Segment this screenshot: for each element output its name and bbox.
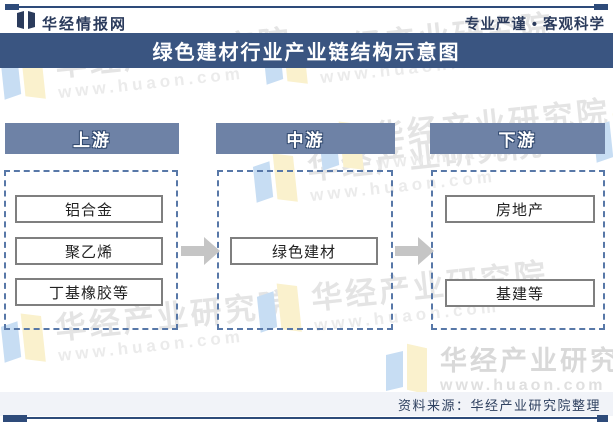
top-rule-left-cap <box>5 4 19 10</box>
site-name: 华经情报网 <box>42 16 128 33</box>
bottom-rule-left-cap <box>3 415 27 422</box>
source-text: 资料来源：华经产业研究院整理 <box>397 397 601 413</box>
node-infrastructure: 基建等 <box>445 279 595 307</box>
site-logo-icon <box>16 10 36 30</box>
source-bar: 资料来源：华经产业研究院整理 <box>0 392 613 416</box>
node-butyl-rubber: 丁基橡胶等 <box>15 278 163 306</box>
column-header-upstream: 上游 <box>5 123 179 154</box>
bottom-rule-right-cap <box>597 415 608 422</box>
page-title: 绿色建材行业产业链结构示意图 <box>0 33 613 68</box>
flow-arrow-icon <box>395 236 435 266</box>
top-rule <box>5 6 608 8</box>
upstream-group-box <box>4 170 178 330</box>
column-header-downstream: 下游 <box>430 123 605 154</box>
node-green-building-materials: 绿色建材 <box>230 237 378 265</box>
column-header-midstream: 中游 <box>216 123 395 154</box>
site-slogan: 专业严谨 • 客观科学 <box>464 17 605 33</box>
node-real-estate: 房地产 <box>445 195 595 223</box>
bottom-rule <box>3 417 608 419</box>
flow-arrow-icon <box>181 236 221 266</box>
top-rule-right-cap <box>594 4 608 10</box>
node-aluminum-alloy: 铝合金 <box>15 195 163 223</box>
node-polyethylene: 聚乙烯 <box>15 237 163 265</box>
